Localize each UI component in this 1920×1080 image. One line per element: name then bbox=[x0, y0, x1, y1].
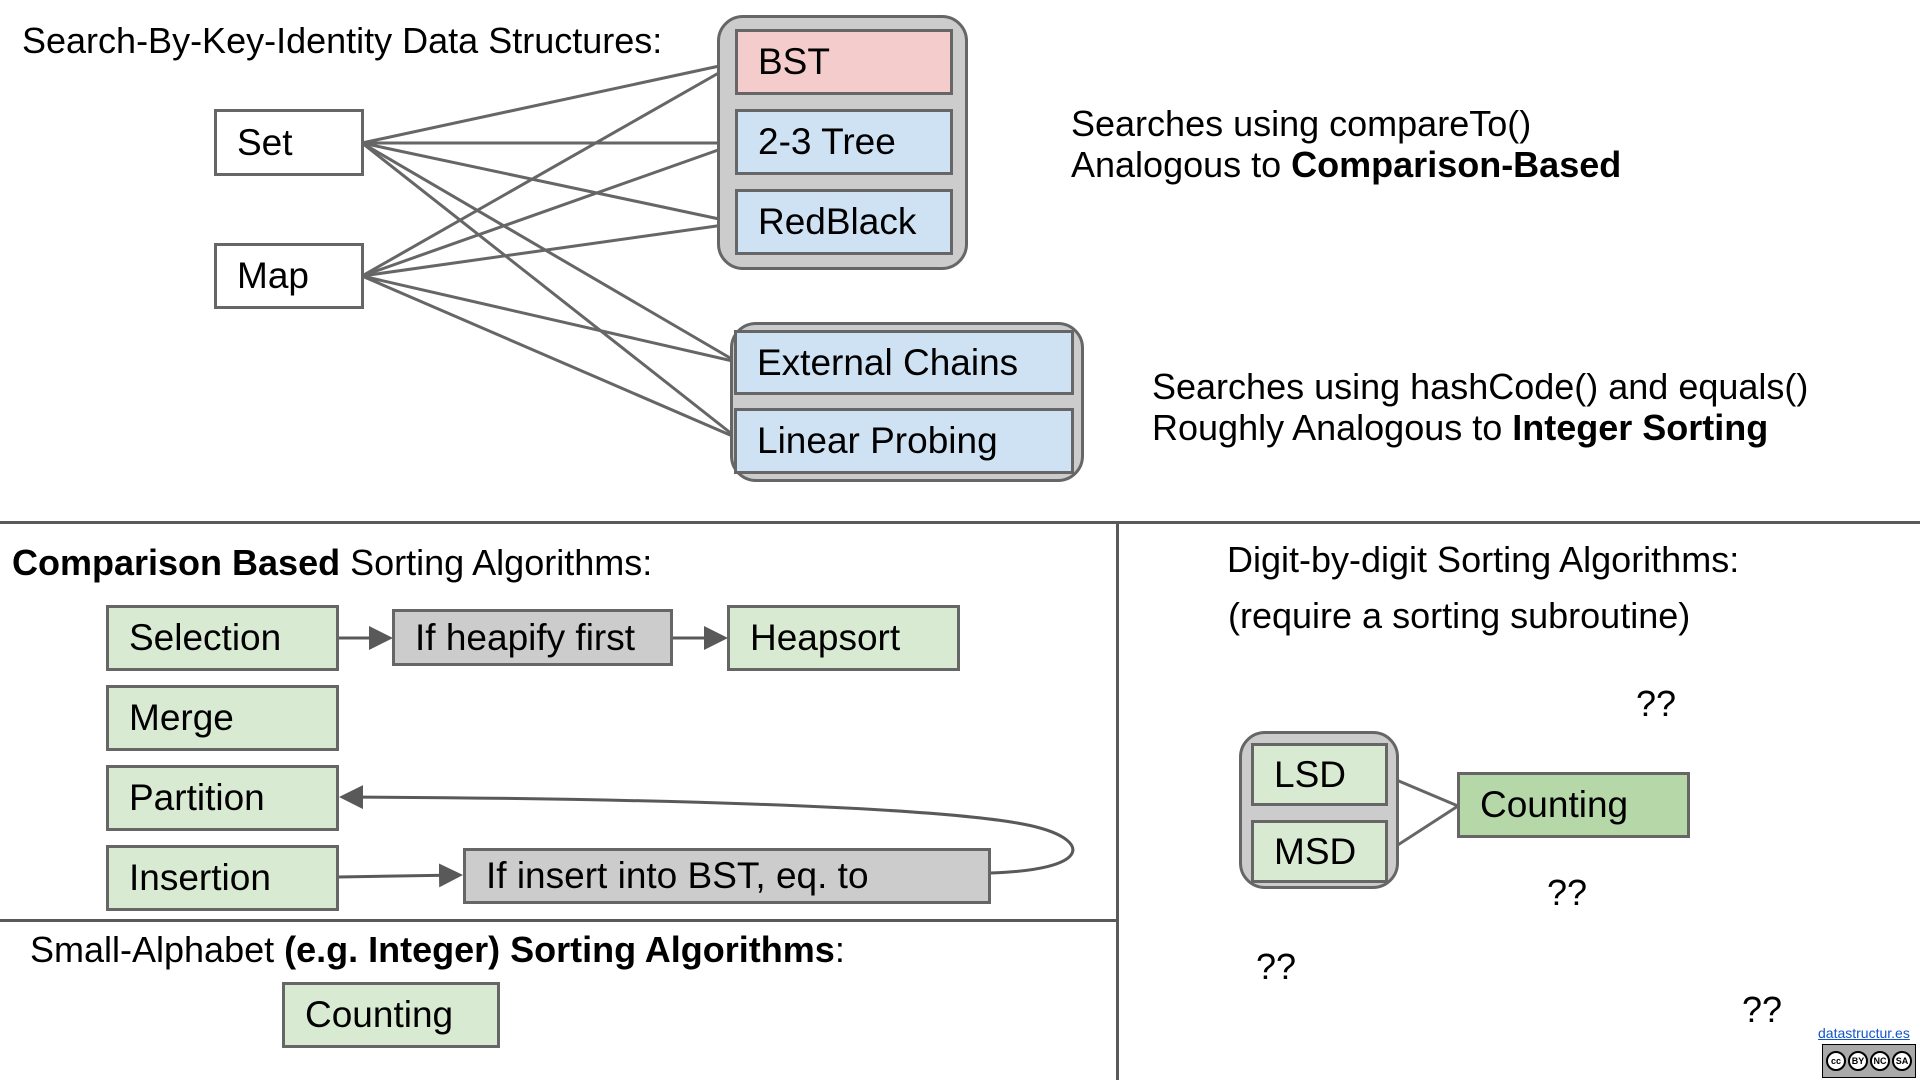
unknown-marker-2: ?? bbox=[1547, 872, 1588, 913]
cc-by-icon: BY bbox=[1848, 1051, 1868, 1071]
map-box: Map bbox=[214, 243, 364, 309]
msd-box: MSD bbox=[1251, 820, 1388, 883]
set-box: Set bbox=[214, 109, 364, 176]
edge-set-external-chains bbox=[361, 141, 738, 364]
horizontal-divider-top bbox=[0, 521, 1920, 524]
hash-note-line1: Searches using hashCode() and equals() bbox=[1152, 366, 1809, 407]
heapify-label: If heapify first bbox=[415, 616, 636, 658]
two-three-tree-label: 2-3 Tree bbox=[758, 121, 896, 162]
two-three-tree-box: 2-3 Tree bbox=[735, 109, 953, 175]
lsd-box: LSD bbox=[1251, 743, 1388, 806]
digit-section-title: Digit-by-digit Sorting Algorithms: bbox=[1227, 539, 1740, 580]
cc-nc-icon: NC bbox=[1870, 1051, 1890, 1071]
selection-box: Selection bbox=[106, 605, 339, 671]
heapsort-label: Heapsort bbox=[750, 617, 901, 658]
merge-label: Merge bbox=[129, 697, 234, 738]
hash-note: Searches using hashCode() and equals() R… bbox=[1152, 366, 1808, 449]
edge-map-bst bbox=[361, 60, 739, 278]
small-alphabet-title: Small-Alphabet (e.g. Integer) Sorting Al… bbox=[30, 929, 845, 970]
redblack-box: RedBlack bbox=[735, 189, 953, 255]
insert-into-bst-box: If insert into BST, eq. to bbox=[463, 848, 991, 904]
unknown-marker-3: ?? bbox=[1256, 946, 1297, 987]
edge-map-linear-probing bbox=[361, 274, 738, 440]
comparison-section-title: Comparison Based Sorting Algorithms: bbox=[12, 542, 653, 583]
cc-sa-icon: SA bbox=[1892, 1051, 1912, 1071]
heapify-box: If heapify first bbox=[392, 609, 673, 666]
counting-label-small-alphabet: Counting bbox=[305, 994, 454, 1035]
heapsort-box: Heapsort bbox=[727, 605, 960, 671]
counting-label-digit: Counting bbox=[1480, 784, 1629, 825]
cc-license-badge: cc BY NC SA bbox=[1822, 1044, 1916, 1078]
partition-box: Partition bbox=[106, 765, 339, 831]
arrow-insertion-bst bbox=[337, 863, 463, 888]
bst-label: BST bbox=[758, 41, 830, 82]
unknown-marker-4: ?? bbox=[1742, 989, 1783, 1030]
counting-box-digit: Counting bbox=[1457, 772, 1690, 838]
edge-set-linear-probing bbox=[361, 141, 738, 440]
edge-map-redblack bbox=[361, 221, 739, 278]
selection-label: Selection bbox=[129, 617, 282, 658]
cc-icon: cc bbox=[1826, 1051, 1846, 1071]
edge-set-redblack bbox=[361, 141, 739, 225]
insertion-box: Insertion bbox=[106, 845, 339, 911]
digit-section-subtitle: (require a sorting subroutine) bbox=[1228, 595, 1691, 636]
unknown-marker-1: ?? bbox=[1636, 683, 1677, 724]
redblack-label: RedBlack bbox=[758, 201, 917, 242]
section-title-search-structures: Search-By-Key-Identity Data Structures: bbox=[22, 20, 663, 61]
lsd-label: LSD bbox=[1274, 753, 1346, 795]
compare-note-line1: Searches using compareTo() bbox=[1071, 103, 1532, 144]
insertion-label: Insertion bbox=[129, 857, 271, 898]
counting-box-small-alphabet: Counting bbox=[282, 982, 500, 1048]
merge-box: Merge bbox=[106, 685, 339, 751]
edge-set-bst bbox=[361, 60, 739, 145]
linear-probing-label: Linear Probing bbox=[757, 420, 998, 461]
partition-label: Partition bbox=[129, 777, 265, 818]
bst-box: BST bbox=[735, 29, 953, 95]
insert-into-bst-label: If insert into BST, eq. to bbox=[486, 855, 869, 896]
map-label: Map bbox=[237, 255, 309, 296]
set-label: Set bbox=[237, 121, 293, 163]
horizontal-divider-left bbox=[0, 919, 1118, 922]
external-chains-label: External Chains bbox=[757, 341, 1019, 383]
vertical-divider bbox=[1116, 522, 1119, 1080]
hash-note-line2: Roughly Analogous to Integer Sorting bbox=[1152, 407, 1769, 449]
linear-probing-box: Linear Probing bbox=[734, 408, 1074, 474]
arrow-bst-partition bbox=[339, 785, 1075, 875]
edge-map-external-chains bbox=[361, 274, 738, 364]
edge-map-23tree bbox=[361, 141, 739, 278]
external-chains-box: External Chains bbox=[734, 330, 1074, 395]
credit-link[interactable]: datastructur.es bbox=[1818, 1025, 1910, 1041]
compare-note-line2: Analogous to Comparison-Based bbox=[1071, 144, 1622, 186]
msd-label: MSD bbox=[1274, 830, 1357, 872]
compare-note: Searches using compareTo() Analogous to … bbox=[1071, 103, 1621, 186]
